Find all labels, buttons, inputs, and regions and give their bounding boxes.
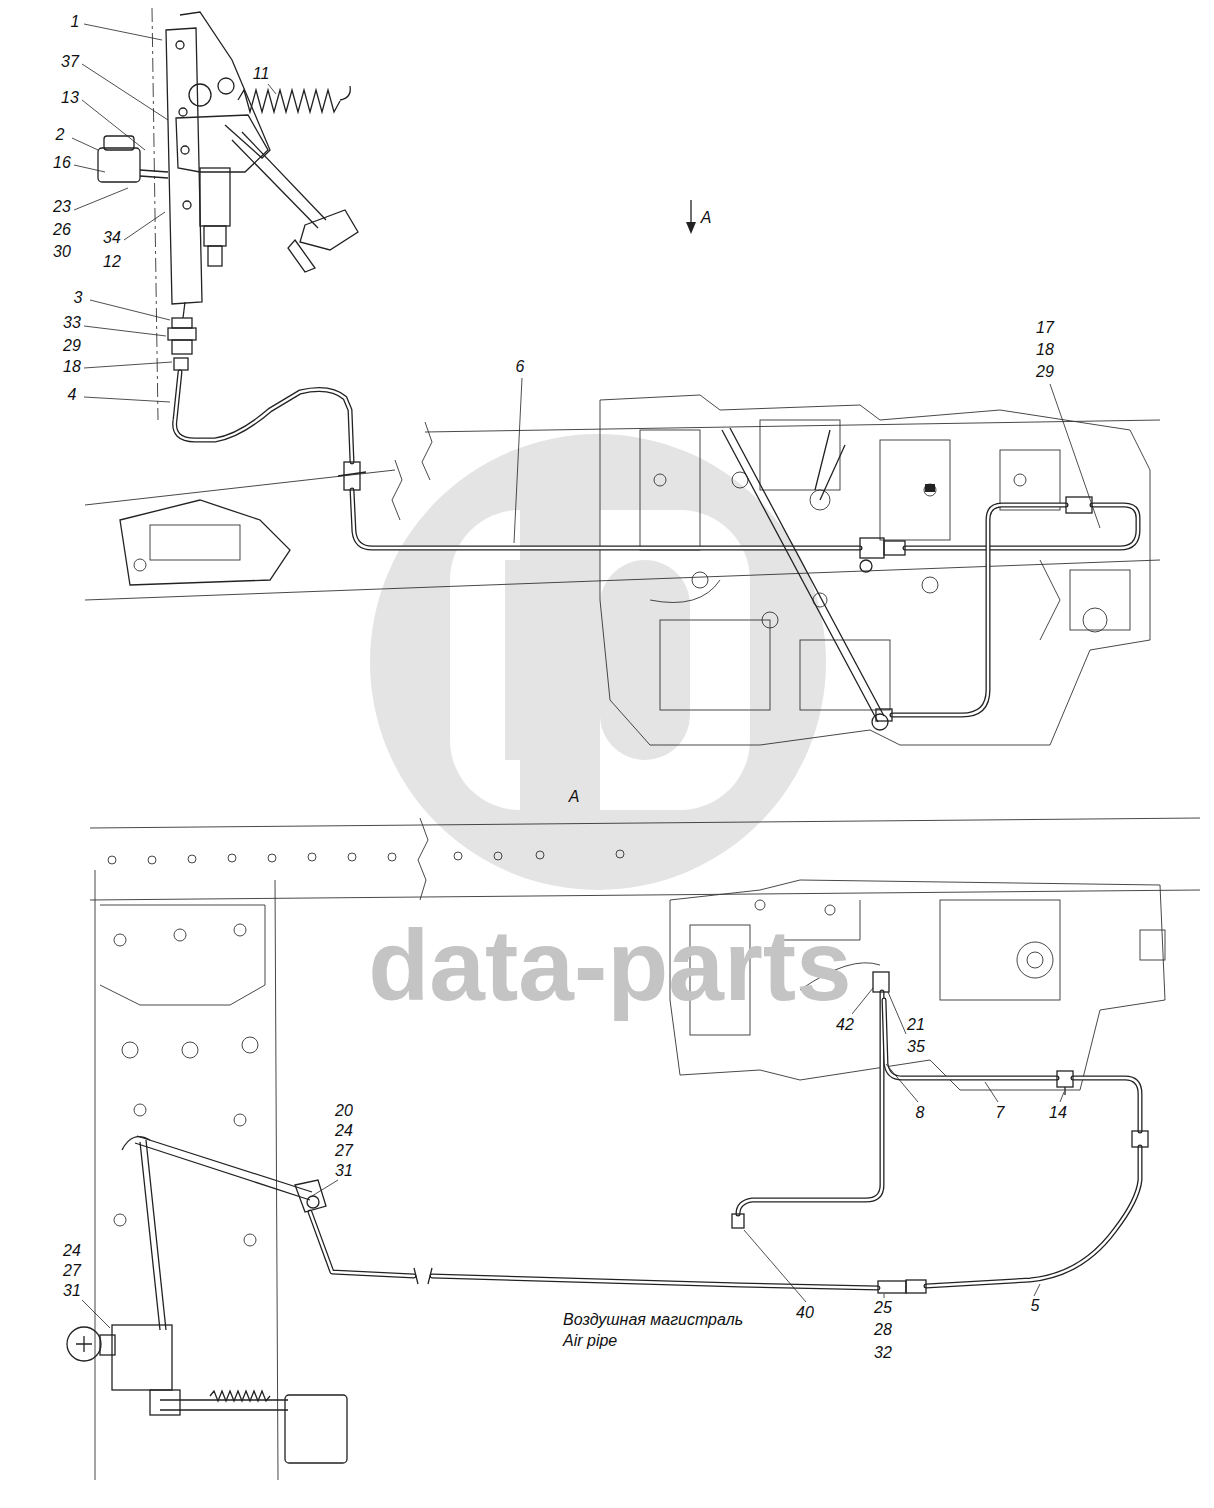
callout-number: 31 xyxy=(335,1162,353,1180)
callout-number: 37 xyxy=(61,53,79,71)
callout-number: 13 xyxy=(61,89,79,107)
callout-number: 28 xyxy=(874,1321,892,1339)
callout-number: 24 xyxy=(335,1122,353,1140)
callout-number: 30 xyxy=(53,243,71,261)
callout-number: 21 xyxy=(907,1016,925,1034)
callout-number: 31 xyxy=(63,1282,81,1300)
callout-number: 23 xyxy=(53,198,71,216)
callout-number: 27 xyxy=(63,1262,81,1280)
callout-number: 35 xyxy=(907,1038,925,1056)
view-label: A xyxy=(701,209,712,227)
callout-number: 24 xyxy=(63,1242,81,1260)
callout-number: 11 xyxy=(253,65,270,83)
callout-number: 8 xyxy=(916,1104,925,1122)
callout-number: 2 xyxy=(56,126,65,144)
pipe-note: Air pipe xyxy=(563,1332,617,1350)
callout-number: 40 xyxy=(796,1304,814,1322)
callout-number: 25 xyxy=(874,1299,892,1317)
callout-number: 6 xyxy=(516,358,525,376)
callout-number: 5 xyxy=(1031,1297,1040,1315)
callout-number: 29 xyxy=(1036,363,1054,381)
leader-lines xyxy=(72,24,1100,1328)
callout-number: 20 xyxy=(335,1102,353,1120)
callout-number: 4 xyxy=(68,386,77,404)
pipe-note: Воздушная магистраль xyxy=(563,1311,743,1329)
watermark: data-parts xyxy=(368,910,851,1020)
callout-number: 26 xyxy=(53,221,71,239)
callout-number: 1 xyxy=(71,13,80,31)
hydraulic-pipes-top xyxy=(175,200,1138,730)
chassis-frame-bottom xyxy=(90,818,1200,1480)
callout-number: 7 xyxy=(996,1104,1005,1122)
callout-number: 42 xyxy=(836,1016,854,1034)
air-pipes xyxy=(122,972,1148,1330)
pedal-assembly xyxy=(98,8,358,420)
callout-number: 32 xyxy=(874,1344,892,1362)
callout-number: 12 xyxy=(103,253,121,271)
control-valve-pedal xyxy=(67,1325,347,1463)
callout-number: 18 xyxy=(1036,341,1054,359)
callout-number: 17 xyxy=(1036,319,1054,337)
callout-number: 34 xyxy=(103,229,121,247)
callout-number: 3 xyxy=(74,289,83,307)
callout-number: 14 xyxy=(1049,1104,1067,1122)
callout-number: 16 xyxy=(53,154,71,172)
gearbox-top xyxy=(600,395,1150,745)
chassis-frame-top xyxy=(85,420,1160,600)
callout-number: 33 xyxy=(63,314,81,332)
callout-number: 27 xyxy=(335,1142,353,1160)
view-label: A xyxy=(569,788,580,806)
callout-number: 29 xyxy=(63,337,81,355)
callout-number: 18 xyxy=(63,358,81,376)
